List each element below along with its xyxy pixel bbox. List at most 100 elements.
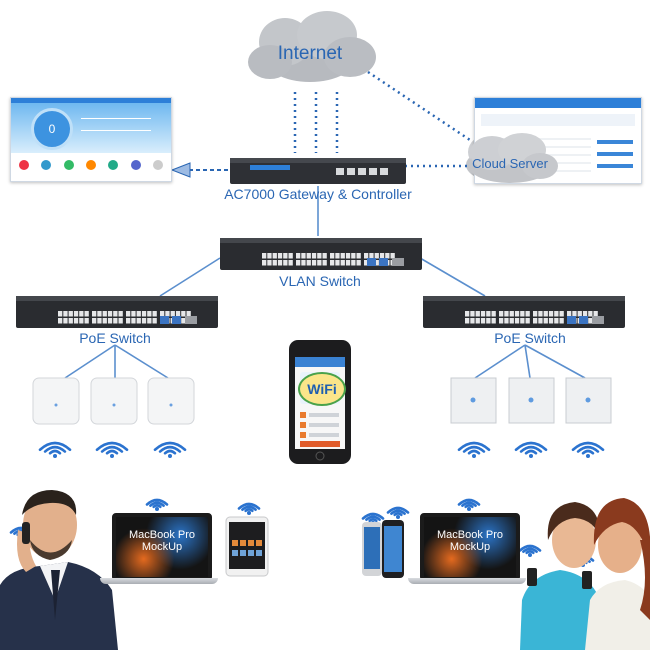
switch-port xyxy=(137,311,141,317)
switch-port xyxy=(58,318,62,324)
wifi-arc xyxy=(527,551,534,552)
status-icon xyxy=(108,160,118,170)
switch-port xyxy=(520,318,524,324)
switch-port xyxy=(538,311,542,317)
switch-port xyxy=(126,311,130,317)
dashboard-chart-line xyxy=(81,130,151,131)
switch-port xyxy=(131,311,135,317)
switch-port xyxy=(301,260,305,266)
switch-port xyxy=(289,260,293,266)
switch-port xyxy=(142,318,146,324)
wifi-arc xyxy=(469,451,479,453)
wifi-arc xyxy=(466,505,473,506)
switch-port xyxy=(103,318,107,324)
switch-port xyxy=(317,260,321,266)
switch-port xyxy=(108,311,112,317)
wifi-dot xyxy=(110,454,114,458)
switch-port xyxy=(549,318,553,324)
status-icon xyxy=(153,160,163,170)
switch-port xyxy=(380,253,384,259)
switch-port xyxy=(486,318,490,324)
switch-port xyxy=(119,311,123,317)
switch-port xyxy=(560,318,564,324)
switch-port xyxy=(296,260,300,266)
wifi-arc xyxy=(526,451,536,453)
switch-port xyxy=(385,253,389,259)
switch-port xyxy=(296,253,300,259)
switch-port xyxy=(554,311,558,317)
internet-links xyxy=(295,72,470,166)
wifi-arc xyxy=(370,519,377,520)
switch-port xyxy=(283,253,287,259)
switch-port xyxy=(476,318,480,324)
switch-port xyxy=(520,311,524,317)
switch-port xyxy=(526,318,530,324)
tablet-device xyxy=(226,517,268,576)
switch-port xyxy=(113,311,117,317)
switch-port xyxy=(346,253,350,259)
laptop-right-screen: MacBook Pro MockUp xyxy=(420,513,520,581)
switch-port xyxy=(510,311,514,317)
switch-port xyxy=(470,318,474,324)
cloud-buttons xyxy=(597,132,633,176)
switch-port xyxy=(69,318,73,324)
wifi-arc xyxy=(154,505,161,506)
switch-port xyxy=(549,311,553,317)
switch-port xyxy=(567,311,571,317)
wifi-arc xyxy=(50,451,60,453)
switch-port xyxy=(97,311,101,317)
wifi-dot xyxy=(168,454,172,458)
switch-port xyxy=(499,311,503,317)
switch-port xyxy=(103,311,107,317)
laptop-left-base xyxy=(100,578,218,584)
switch-port xyxy=(351,260,355,266)
switch-port xyxy=(181,318,185,324)
switch-port xyxy=(330,253,334,259)
switch-port xyxy=(526,311,530,317)
switch-port xyxy=(176,311,180,317)
ceiling-access-points xyxy=(33,378,194,424)
switch-port xyxy=(278,253,282,259)
wifi-dot xyxy=(586,454,590,458)
switch-port xyxy=(481,311,485,317)
gateway-device xyxy=(230,158,406,184)
wall-panel-access-points xyxy=(451,378,611,423)
switch-port xyxy=(153,311,157,317)
laptop-right-base xyxy=(408,578,526,584)
dashboard-chart-line xyxy=(81,118,151,119)
switch-port xyxy=(504,318,508,324)
switch-port xyxy=(357,253,361,259)
switch-port xyxy=(307,253,311,259)
switch-port xyxy=(481,318,485,324)
cloud-stat-row xyxy=(481,114,635,126)
switch-port xyxy=(113,318,117,324)
switch-port xyxy=(97,318,101,324)
switch-port xyxy=(273,253,277,259)
switch-port xyxy=(588,318,592,324)
switch-port xyxy=(273,260,277,266)
businessman-person xyxy=(0,490,118,650)
switch-port xyxy=(594,311,598,317)
switch-port xyxy=(147,311,151,317)
switch-port xyxy=(335,253,339,259)
switch-port xyxy=(357,260,361,266)
switch-port xyxy=(560,311,564,317)
poe-switch-left-device xyxy=(16,296,218,328)
switch-port xyxy=(499,318,503,324)
wifi-dot xyxy=(529,454,533,458)
status-icon xyxy=(41,160,51,170)
dashboard-gauge: 0 xyxy=(31,108,73,150)
switch-port xyxy=(126,318,130,324)
switch-port xyxy=(262,260,266,266)
switch-port xyxy=(510,318,514,324)
switch-port xyxy=(63,318,67,324)
switch-port xyxy=(476,311,480,317)
switch-port xyxy=(341,253,345,259)
switch-port xyxy=(465,311,469,317)
switch-port xyxy=(165,311,169,317)
wifi-dot xyxy=(472,454,476,458)
switch-port xyxy=(335,260,339,266)
cloud-server-label-overlay: Cloud Server xyxy=(470,156,550,171)
switch-port xyxy=(323,260,327,266)
wifi-arc xyxy=(165,451,175,453)
